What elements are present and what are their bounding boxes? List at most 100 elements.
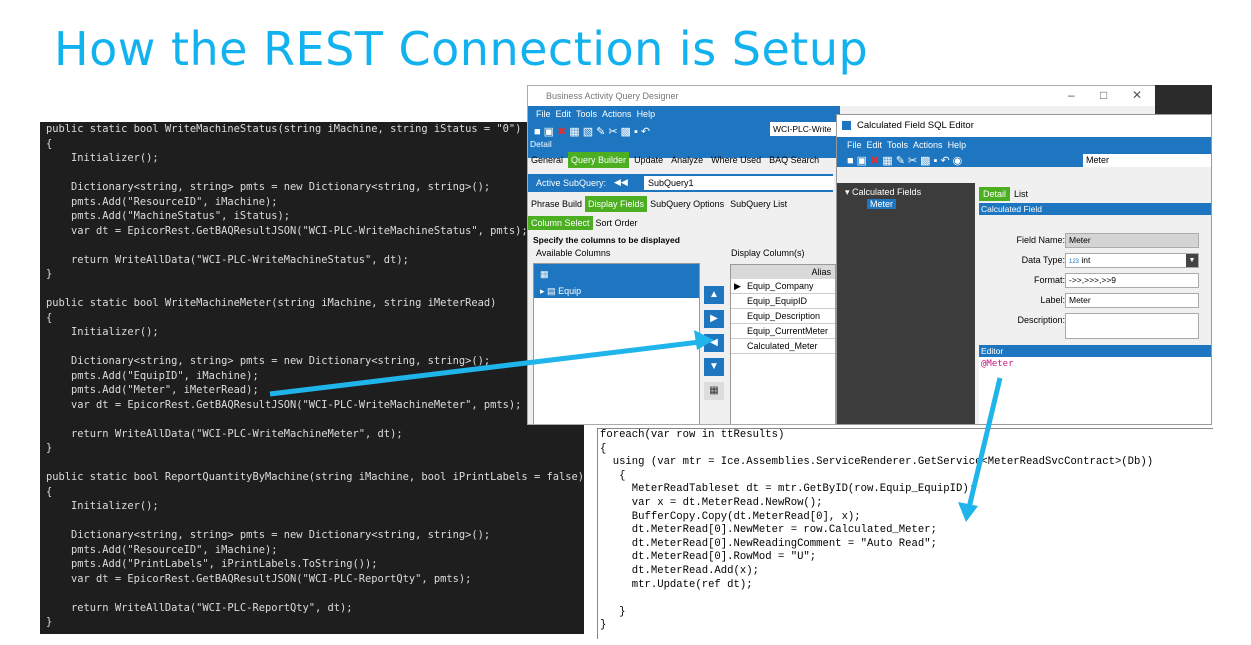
refresh-icon[interactable]: ▦ xyxy=(569,126,583,138)
calc-window-title: Calculated Field SQL Editor xyxy=(857,120,974,131)
tab-phrase-build[interactable]: Phrase Build xyxy=(531,199,583,209)
delete-icon[interactable]: ✖ xyxy=(557,126,570,138)
calc-fields-root[interactable]: ▾ Calculated Fields xyxy=(845,187,922,197)
save-icon[interactable]: ▣ xyxy=(856,155,871,167)
data-type-label: Data Type: xyxy=(1021,255,1065,265)
menu-edit[interactable]: Edit xyxy=(866,140,883,150)
code-line: using (var mtr = Ice.Assemblies.ServiceR… xyxy=(600,456,1154,469)
move-down-button[interactable]: ▼ xyxy=(704,358,724,376)
menu-file[interactable]: File xyxy=(536,109,551,119)
available-columns-tree[interactable]: ▦ ▸ ▤ Equip xyxy=(533,263,700,424)
alias-column-header[interactable]: Alias xyxy=(731,265,835,279)
table-row[interactable]: Equip_EquipID xyxy=(731,294,835,309)
calc-field-item-meter[interactable]: Meter xyxy=(867,199,897,209)
menu-tools[interactable]: Tools xyxy=(887,140,909,150)
tab-display-fields[interactable]: Display Fields xyxy=(585,196,648,212)
copy-icon[interactable]: ▩ xyxy=(620,126,634,138)
code-line: } xyxy=(46,268,53,280)
tab-analyze[interactable]: Analyze xyxy=(671,155,704,165)
paste-icon[interactable]: ▪ xyxy=(933,155,941,167)
calc-toolbar: ■▣✖▦✎✂▩▪↶◉ xyxy=(847,154,965,167)
data-type-select[interactable]: 123 int▼ xyxy=(1065,253,1199,268)
tree-item-equip[interactable]: ▸ ▤ Equip xyxy=(534,284,699,298)
new-icon[interactable]: ■ xyxy=(847,155,857,167)
tab-query-builder[interactable]: Query Builder xyxy=(568,152,630,168)
move-right-button[interactable]: ▶ xyxy=(704,310,724,328)
active-subquery-select[interactable]: SubQuery1 xyxy=(644,176,834,190)
tab-baq-search[interactable]: BAQ Search xyxy=(769,155,820,165)
code-line: var dt = EpicorRest.GetBAQResultJSON("WC… xyxy=(46,398,522,411)
minimize-icon[interactable]: – xyxy=(1068,88,1075,102)
calculator-icon[interactable]: ▦ xyxy=(704,382,724,400)
calc-search-field[interactable]: Meter xyxy=(1083,154,1211,167)
tab-list[interactable]: List xyxy=(1014,189,1029,199)
cut-icon[interactable]: ✂ xyxy=(907,155,921,167)
expand-icon[interactable]: ▸ xyxy=(540,286,545,296)
sql-editor[interactable]: @Meter xyxy=(979,357,1211,424)
undo-icon[interactable]: ↶ xyxy=(640,126,654,138)
data-type-prefix: 123 xyxy=(1069,259,1080,265)
code-line: var x = dt.MeterRead.NewRow(); xyxy=(600,496,823,509)
query-id-field[interactable]: WCI-PLC-Write xyxy=(770,122,838,136)
close-icon[interactable]: ✕ xyxy=(1132,88,1143,102)
undo-icon[interactable]: ↶ xyxy=(940,155,953,167)
edit-icon[interactable]: ✎ xyxy=(895,155,908,167)
code-line: Dictionary<string, string> pmts = new Di… xyxy=(46,355,491,367)
menu-file[interactable]: File xyxy=(847,140,862,150)
table-row[interactable]: Calculated_Meter xyxy=(731,339,835,354)
table-row[interactable]: Equip_Description xyxy=(731,309,835,324)
tab-sort-order[interactable]: Sort Order xyxy=(595,218,638,228)
description-input[interactable] xyxy=(1065,313,1199,339)
clear-icon[interactable]: ▧ xyxy=(582,126,597,138)
label-input[interactable]: Meter xyxy=(1065,293,1199,308)
tab-subquery-list[interactable]: SubQuery List xyxy=(730,199,788,209)
field-name-input[interactable]: Meter xyxy=(1065,233,1199,248)
code-line: public static bool ReportQuantityByMachi… xyxy=(46,471,584,483)
baq-window-title: Business Activity Query Designer xyxy=(546,91,679,101)
cut-icon[interactable]: ✂ xyxy=(608,126,621,138)
move-up-button[interactable]: ▲ xyxy=(704,286,724,304)
tab-general[interactable]: General xyxy=(531,155,564,165)
menu-tools[interactable]: Tools xyxy=(576,109,598,119)
refresh-icon[interactable]: ▦ xyxy=(882,155,896,167)
tab-detail[interactable]: Detail xyxy=(979,187,1011,201)
menu-actions[interactable]: Actions xyxy=(913,140,943,150)
menu-edit[interactable]: Edit xyxy=(555,109,572,119)
tab-where-used[interactable]: Where Used xyxy=(711,155,762,165)
edit-icon[interactable]: ✎ xyxy=(596,126,609,138)
nav-arrows-icon[interactable]: ◀◀ xyxy=(614,177,628,187)
tab-update[interactable]: Update xyxy=(634,155,664,165)
tab-column-select[interactable]: Column Select xyxy=(528,216,593,230)
menu-help[interactable]: Help xyxy=(636,109,656,119)
code-line: } xyxy=(46,616,53,628)
delete-icon[interactable]: ✖ xyxy=(870,155,883,167)
menu-actions[interactable]: Actions xyxy=(602,109,632,119)
save-icon[interactable]: ▣ xyxy=(543,126,558,138)
code-line: pmts.Add("MachineStatus", iStatus); xyxy=(46,210,290,222)
code-line: } xyxy=(46,442,53,454)
code-line: pmts.Add("ResourceID", iMachine); xyxy=(46,543,278,556)
paste-icon[interactable]: ▪ xyxy=(633,126,641,138)
code-line: mtr.Update(ref dt); xyxy=(600,578,753,591)
table-row[interactable]: Equip_CurrentMeter xyxy=(731,324,835,339)
column-alias: Equip_CurrentMeter xyxy=(747,326,829,336)
move-left-button[interactable]: ◀ xyxy=(704,334,724,352)
baq-title-bar: Business Activity Query Designer – □ ✕ xyxy=(528,86,1211,106)
binoculars-icon[interactable]: ◉ xyxy=(952,155,966,167)
table-row[interactable]: ▶Equip_Company xyxy=(731,279,835,294)
menu-help[interactable]: Help xyxy=(947,140,967,150)
copy-icon[interactable]: ▩ xyxy=(920,155,934,167)
code-line xyxy=(40,282,584,297)
code-line: var dt = EpicorRest.GetBAQResultJSON("WC… xyxy=(46,224,528,237)
label-label: Label: xyxy=(1040,295,1065,305)
chevron-down-icon[interactable]: ▼ xyxy=(1186,254,1198,267)
code-line: Dictionary<string, string> pmts = new Di… xyxy=(46,181,491,193)
format-row: Format: ->>,>>>,>>9 xyxy=(979,273,1211,289)
code-line: public static bool WriteMachineStatus(st… xyxy=(46,123,522,135)
new-icon[interactable]: ■ xyxy=(534,126,544,138)
tab-subquery-options[interactable]: SubQuery Options xyxy=(650,199,725,209)
data-type-row: Data Type: 123 int▼ xyxy=(979,253,1211,269)
maximize-icon[interactable]: □ xyxy=(1100,88,1108,102)
format-input[interactable]: ->>,>>>,>>9 xyxy=(1065,273,1199,288)
